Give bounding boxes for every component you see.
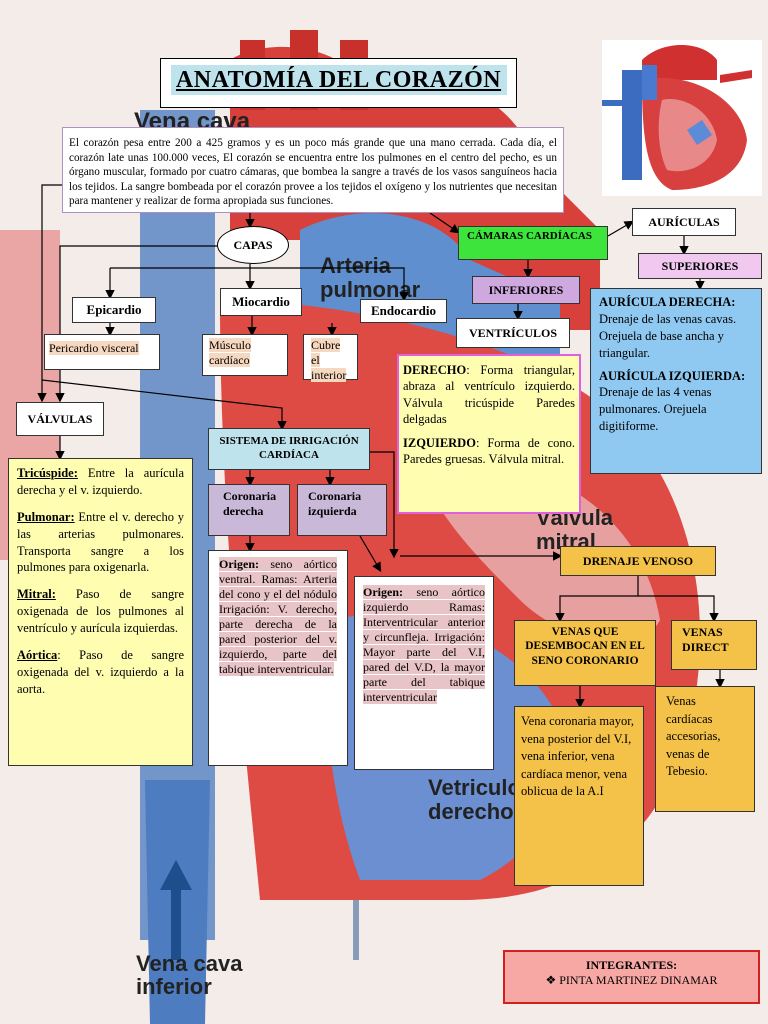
valvula-pulmonar-text: Entre el v. derecho y las arterias pulmo… [17, 509, 184, 575]
ventriculos-description: DERECHO: Forma triangular, abraza al ven… [397, 354, 581, 514]
coronaria-derecha-text: seno aórtico ventral. Ramas: Arteria del… [219, 557, 337, 676]
coronaria-derecha-node: Coronaria derecha [208, 484, 290, 536]
intro-paragraph: El corazón pesa entre 200 a 425 gramos y… [62, 127, 564, 213]
miocardio-node: Miocardio [220, 288, 302, 316]
vena-cava-inferior-line2: inferior [136, 974, 212, 1000]
page-title: ANATOMÍA DEL CORAZÓN [160, 58, 517, 108]
integrante-item: ❖ PINTA MARTINEZ DINAMAR [509, 973, 754, 988]
endocardio-node: Endocardio [360, 299, 447, 323]
valvula-aortica: Aórtica: Paso de sangre oxigenada del v.… [17, 647, 184, 698]
arteria-pulmonar-text: Arteria pulmonar [320, 253, 421, 303]
endocardio-description: Cubre el interior [303, 334, 358, 382]
auriculas-description: AURÍCULA DERECHA: Drenaje de las venas ca… [590, 288, 762, 474]
venas-direct-description: Venas cardíacas accesorias, venas de Teb… [655, 686, 755, 812]
ventriculo-derecho-label: DERECHO [403, 363, 467, 377]
epicardio-description-text: Pericardio visceral [49, 341, 139, 355]
drenaje-venoso-node: DRENAJE VENOSO [560, 546, 716, 576]
miocardio-description: Músculo cardíaco [202, 334, 288, 376]
auricula-derecha-desc: AURÍCULA DERECHA: Drenaje de las venas ca… [599, 294, 753, 362]
inferiores-node: INFERIORES [472, 276, 580, 304]
label-ventriculo-derecho: Vetriculo derecho [428, 775, 521, 825]
ventriculo-izquierdo-text: : Forma de cono. Paredes gruesas. Válvul… [403, 436, 575, 467]
coronaria-izquierda-description: Origen: seno aórtico izquierdo Ramas: In… [354, 576, 494, 770]
coronaria-izquierda-node: Coronaria izquierda [297, 484, 387, 536]
endocardio-description-text: Cubre el interior [311, 338, 347, 382]
auricula-derecha-text: Drenaje de las venas cavas. Orejuela de … [599, 311, 737, 360]
venas-seno-coronario-node: VENAS QUE DESEMBOCAN EN EL SENO CORONARI… [514, 620, 656, 686]
auricula-izquierda-text: Drenaje de las 4 venas pulmonares. Oreju… [599, 385, 712, 434]
valvula-tricuspide-text: Entre la aurícula derecha y el v. izquie… [17, 466, 184, 497]
auricula-izquierda-label: AURÍCULA IZQUIERDA: [599, 368, 746, 383]
ventriculo-derecho-text: : Forma triangular, abraza al ventrículo… [403, 363, 575, 426]
venas-seno-description: Vena coronaria mayor, vena posterior del… [514, 706, 644, 886]
integrantes-box: INTEGRANTES: ❖ PINTA MARTINEZ DINAMAR [503, 950, 760, 1004]
valvula-tricuspide-name: Tricúspide: [17, 466, 78, 480]
integrantes-label: INTEGRANTES: [585, 958, 678, 972]
diamond-bullet-icon: ❖ [545, 973, 560, 987]
superiores-node: SUPERIORES [638, 253, 762, 279]
auriculas-node: AURÍCULAS [632, 208, 736, 236]
ventriculo-izquierdo-label: IZQUIERDO [403, 436, 476, 450]
capas-node: CAPAS [217, 226, 289, 264]
valvula-mitral-desc: Paso de sangre oxigenada de los pulmones… [17, 587, 184, 635]
coronaria-izquierda-text: seno aórtico izquierdo Ramas: Interventr… [363, 585, 485, 704]
page-title-text: ANATOMÍA DEL CORAZÓN [170, 65, 507, 95]
integrante-name: PINTA MARTINEZ DINAMAR [559, 973, 718, 987]
auricula-izquierda-desc: AURÍCULA IZQUIERDA: Drenaje de las 4 vena… [599, 368, 753, 436]
venas-direct-node: VENAS DIRECT [671, 620, 757, 670]
label-arteria-pulmonar: Arteria pulmonar [320, 253, 430, 303]
ventriculo-derecho-desc: DERECHO: Forma triangular, abraza al ven… [403, 362, 575, 427]
coronaria-derecha-origen-label: Origen: [219, 557, 259, 571]
valvula-tricuspide: Tricúspide: Entre la aurícula derecha y … [17, 465, 184, 499]
valvula-aortica-name: Aórtica [17, 647, 58, 662]
vena-cava-inferior-line1: Vena cava [136, 951, 243, 976]
sistema-irrigacion-node: SISTEMA DE IRRIGACIÓN CARDÍACA [208, 428, 370, 470]
label-vena-cava-inferior: Vena cava inferior [136, 952, 242, 998]
valvula-pulmonar: Pulmonar: Entre el v. derecho y las arte… [17, 509, 184, 577]
epicardio-node: Epicardio [72, 297, 156, 323]
ventriculo-derecho-text: Vetriculo derecho [428, 775, 521, 825]
valvulas-node: VÁLVULAS [16, 402, 104, 436]
valvula-mitral-name: Mitral: [17, 587, 56, 602]
valvula-pulmonar-name: Pulmonar: [17, 509, 75, 524]
auricula-derecha-label: AURÍCULA DERECHA: [599, 295, 736, 309]
camaras-cardiacas-node: CÁMARAS CARDÍACAS [458, 226, 608, 260]
ventriculos-node: VENTRÍCULOS [456, 318, 570, 348]
valvula-aortica-text: : Paso de sangre oxigenada del v. izquie… [17, 647, 184, 696]
coronaria-izquierda-origen-label: Origen: [363, 585, 403, 599]
valvula-mitral: Mitral: Paso de sangre oxigenada de los … [17, 586, 184, 637]
coronaria-derecha-description: Origen: seno aórtico ventral. Ramas: Art… [208, 550, 348, 766]
heart-anatomy-thumbnail [602, 40, 762, 196]
miocardio-description-text: Músculo cardíaco [209, 338, 251, 367]
ventriculo-izquierdo-desc: IZQUIERDO: Forma de cono. Paredes gruesa… [403, 435, 575, 468]
valvulas-description: Tricúspide: Entre la aurícula derecha y … [8, 458, 193, 766]
epicardio-description: Pericardio visceral [44, 334, 160, 370]
